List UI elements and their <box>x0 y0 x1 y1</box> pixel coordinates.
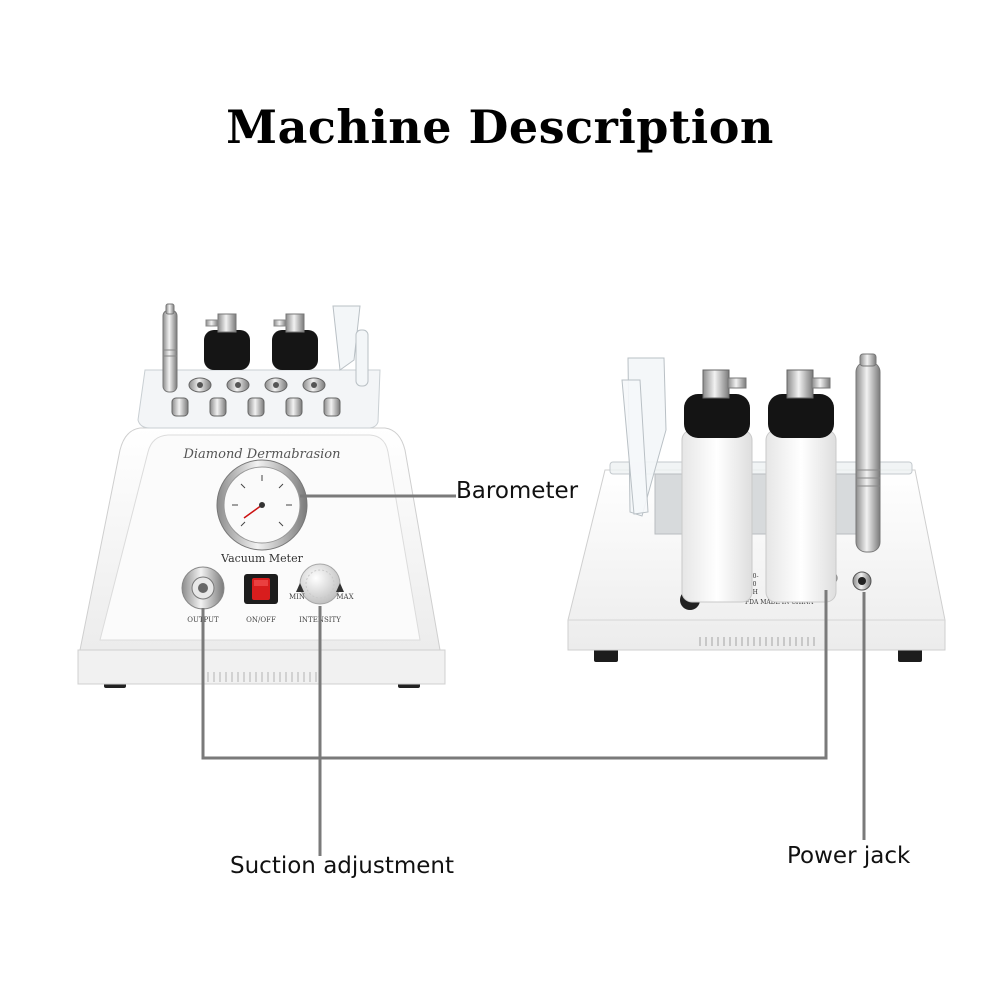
page-title: Machine Description <box>226 100 774 154</box>
glass-wand-icon[interactable] <box>332 305 369 387</box>
vacuum-bottle-icon <box>765 369 837 603</box>
switch-label: ON/OFF <box>246 616 276 624</box>
intensity-knob[interactable] <box>299 563 341 605</box>
leader-lines <box>201 494 866 856</box>
max-marker-icon <box>336 583 344 592</box>
glass-wand-icon[interactable] <box>621 357 667 517</box>
min-marker-icon <box>296 583 304 592</box>
vacuum-bottle-icon <box>681 369 753 603</box>
max-label: MAX <box>336 593 353 601</box>
suction-adjustment-callout: Suction adjustment <box>230 853 455 879</box>
barometer-callout: Barometer <box>456 478 579 504</box>
meter-label: Vacuum Meter <box>220 552 303 565</box>
min-label: MIN <box>289 593 305 601</box>
gauge-needle <box>243 504 263 519</box>
vacuum-bottle-icon <box>272 313 318 370</box>
handpiece-icon[interactable] <box>855 353 881 553</box>
back-machine: 100- 220 50H FDA MADE IN CHINA <box>567 353 946 662</box>
brand-label: Diamond Dermabrasion <box>182 447 340 462</box>
diamond-tips <box>171 377 341 417</box>
power-jack-callout: Power jack <box>787 843 911 869</box>
vacuum-bottle-icon <box>204 313 250 370</box>
front-vent <box>207 672 317 682</box>
handpiece-icon[interactable] <box>162 303 178 393</box>
vacuum-gauge <box>216 459 308 551</box>
output-port[interactable] <box>181 566 225 610</box>
power-jack[interactable] <box>852 571 872 591</box>
front-machine: Diamond Dermabrasion Vacuum Meter OUTPUT <box>77 303 446 688</box>
back-foot-right <box>898 648 922 662</box>
power-switch[interactable] <box>244 574 278 604</box>
back-foot-left <box>594 648 618 662</box>
back-vent <box>699 637 815 646</box>
output-to-back-leader <box>201 590 828 760</box>
